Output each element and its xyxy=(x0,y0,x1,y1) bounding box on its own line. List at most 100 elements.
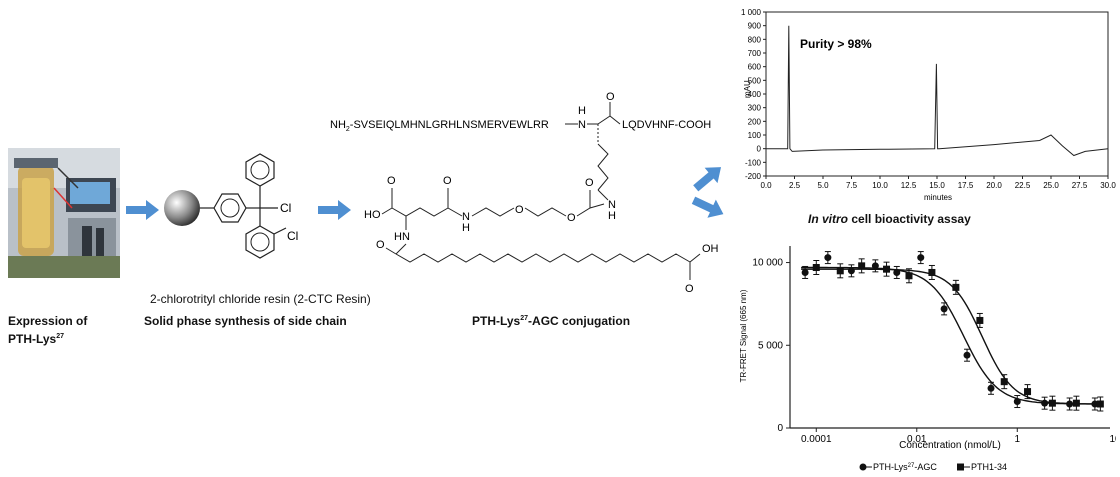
conjugate-structure: NH2-SVSEIQLMHNLGRHLNSMERVEWLRR N H O LQD… xyxy=(330,91,719,295)
data-point-pth1-34 xyxy=(858,262,866,270)
hplc-trace xyxy=(766,25,1109,157)
hplc-ytick-label: 200 xyxy=(748,117,762,126)
dr-ytick-label: 10 000 xyxy=(752,258,783,269)
expression-line2-main: PTH-Lys xyxy=(8,332,57,346)
resin-cl1-text: Cl xyxy=(280,201,291,215)
dr-ytick-label: 5 000 xyxy=(758,340,783,351)
expression-line1: Expression of xyxy=(8,314,88,328)
data-point-pth-lys27-agc xyxy=(987,384,995,392)
data-point-pth1-34 xyxy=(836,267,844,275)
data-point-pth1-34 xyxy=(952,283,960,291)
linker-n1: N xyxy=(462,211,470,223)
hplc-xtick-label: 7.5 xyxy=(846,181,858,190)
data-point-pth-lys27-agc xyxy=(1041,399,1049,407)
resin-structure: Cl Cl xyxy=(164,153,298,259)
assay-title-rest: cell bioactivity assay xyxy=(848,212,971,226)
arrow-up-right-icon xyxy=(693,167,722,192)
hplc-xtick-label: 15.0 xyxy=(929,181,945,190)
linker-o-end: O xyxy=(685,283,694,295)
linker-h1: H xyxy=(462,222,470,234)
solid-phase-label: Solid phase synthesis of side chain xyxy=(144,314,347,328)
data-point-pth-lys27-agc xyxy=(801,268,809,276)
dr-ytick-label: 0 xyxy=(777,423,783,434)
data-point-pth1-34 xyxy=(883,265,891,273)
data-point-pth-lys27-agc xyxy=(963,351,971,359)
legend-label-pth-lys27-agc: PTH-Lys27-AGC xyxy=(873,462,937,472)
legend-marker-square xyxy=(957,463,964,471)
expression-line2-sup: 27 xyxy=(56,333,65,340)
hplc-ytick-label: -100 xyxy=(745,158,762,167)
data-point-pth-lys27-agc xyxy=(1066,400,1074,408)
dr-xtick-label: 0.01 xyxy=(907,434,927,445)
peptide-nh2: NH2-SVSEIQLMHNLGRHLNSMERVEWLRR xyxy=(330,119,549,133)
hplc-xtick-label: 25.0 xyxy=(1043,181,1059,190)
bioreactor-photo xyxy=(8,148,120,278)
expression-label: Expression of PTH-Lys27 xyxy=(8,313,87,347)
data-point-pth1-34 xyxy=(812,264,820,272)
arrow-right-icon xyxy=(126,200,159,220)
linker-n2: N xyxy=(608,199,616,211)
data-point-pth-lys27-agc xyxy=(847,267,855,275)
data-point-pth1-34 xyxy=(905,272,913,280)
arrow-down-right-icon xyxy=(691,196,724,218)
conjugation-main: PTH-Lys xyxy=(472,314,521,328)
linker-o-e2: O xyxy=(567,212,576,224)
hplc-ytick-label: 0 xyxy=(757,145,762,154)
hplc-ytick-label: 500 xyxy=(748,76,762,85)
hplc-ytick-label: 300 xyxy=(748,104,762,113)
conjugation-tail: -AGC conjugation xyxy=(528,314,631,328)
hplc-xtick-label: 0.0 xyxy=(760,181,772,190)
fit-curve-pth1-34 xyxy=(801,268,1103,405)
data-point-pth1-34 xyxy=(1096,400,1104,408)
data-point-pth1-34 xyxy=(928,268,936,276)
arrow-right-icon xyxy=(318,200,351,220)
data-point-pth-lys27-agc xyxy=(940,305,948,313)
dr-xlabel: Concentration (nmol/L) xyxy=(899,440,1001,451)
hplc-xtick-label: 30.0 xyxy=(1100,181,1116,190)
bioreactor-photo-image xyxy=(8,148,120,278)
dr-xtick-label: 0.0001 xyxy=(801,434,832,445)
fit-curve-pth-lys27-agc xyxy=(801,266,1103,405)
conjugation-label: PTH-Lys27-AGC conjugation xyxy=(472,314,630,328)
linker-hn: HN xyxy=(394,231,410,243)
data-point-pth1-34 xyxy=(1000,378,1008,386)
hplc-yticks: 1 0009008007006005004003002001000-100-20… xyxy=(741,8,766,181)
linker-oh: OH xyxy=(702,243,719,255)
hplc-xtick-label: 20.0 xyxy=(986,181,1002,190)
data-point-pth1-34 xyxy=(1048,399,1056,407)
data-point-pth-lys27-agc xyxy=(871,262,879,270)
data-point-pth-lys27-agc xyxy=(893,268,901,276)
hplc-chart: 1 0009008007006005004003002001000-100-20… xyxy=(741,8,1116,202)
legend-label-pth1-34: PTH1-34 xyxy=(971,462,1007,472)
hplc-annotation: Purity > 98% xyxy=(800,37,872,51)
hplc-xtick-label: 12.5 xyxy=(901,181,917,190)
data-point-pth1-34 xyxy=(1024,388,1032,396)
dr-ylabel: TR-FRET Signal (665 nm) xyxy=(739,289,748,382)
peptide-h-top: H xyxy=(578,105,586,117)
peptide-n-top: N xyxy=(578,119,586,131)
assay-title: In vitro cell bioactivity assay xyxy=(808,212,971,226)
assay-title-italic: In vitro xyxy=(808,212,849,226)
linker-ho: HO xyxy=(364,209,381,221)
legend-marker-circle xyxy=(859,463,867,471)
linker-o-amide2: O xyxy=(585,177,594,189)
data-point-pth1-34 xyxy=(1072,399,1080,407)
hplc-ytick-label: 1 000 xyxy=(741,8,762,17)
dr-legend: PTH-Lys27-AGC PTH1-34 xyxy=(859,462,1007,472)
conjugation-sup: 27 xyxy=(520,315,529,322)
linker-o-acid: O xyxy=(387,175,396,187)
data-point-pth-lys27-agc xyxy=(1091,400,1099,408)
data-point-pth-lys27-agc xyxy=(917,254,925,262)
hplc-xtick-label: 2.5 xyxy=(789,181,801,190)
hplc-xtick-label: 22.5 xyxy=(1015,181,1031,190)
hplc-xtick-label: 27.5 xyxy=(1072,181,1088,190)
data-point-pth-lys27-agc xyxy=(824,254,832,262)
resin-cl2-text: Cl xyxy=(287,229,298,243)
dr-xtick-label: 100 xyxy=(1109,434,1116,445)
hplc-ytick-label: 100 xyxy=(748,131,762,140)
hplc-ytick-label: 600 xyxy=(748,63,762,72)
peptide-o-top: O xyxy=(606,91,615,103)
